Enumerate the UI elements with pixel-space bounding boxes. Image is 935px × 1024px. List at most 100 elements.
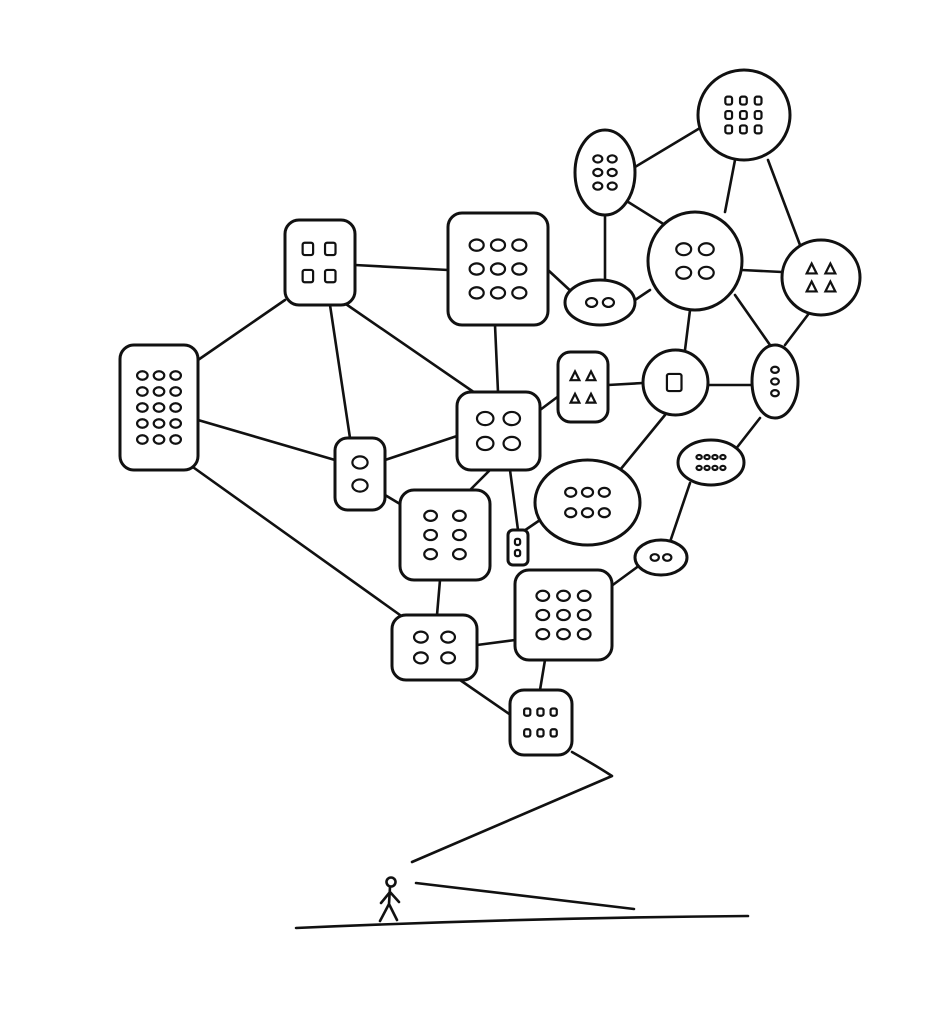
edge-line (435, 578, 442, 617)
oval-mark (535, 608, 551, 622)
edge-line (328, 303, 352, 440)
square-mark (724, 95, 734, 106)
oval-mark (580, 486, 595, 498)
triangle-mark (584, 368, 598, 382)
path-lines (294, 750, 750, 930)
square-mark (753, 95, 763, 106)
square-mark (549, 728, 558, 738)
edge-line (338, 298, 480, 397)
path-line-upper (410, 750, 614, 864)
oval-mark (351, 478, 369, 493)
rect-node (283, 218, 357, 307)
oval-mark (719, 453, 727, 461)
oval-mark (535, 589, 551, 602)
edge-line (353, 263, 450, 272)
oval-mark (584, 296, 599, 309)
oval-mark (489, 238, 507, 252)
square-mark (523, 707, 532, 717)
oval-mark (169, 402, 183, 413)
oval-mark (423, 509, 439, 522)
oval-mark (770, 388, 780, 398)
oval-mark (564, 507, 578, 519)
rect-node (455, 390, 542, 472)
oval-mark (135, 370, 149, 381)
square-mark (301, 268, 315, 284)
edge-line (468, 468, 492, 492)
edge-line (623, 198, 667, 227)
triangle-mark (568, 391, 582, 404)
oval-mark (511, 238, 528, 252)
oval-mark (489, 286, 507, 300)
oval-mark (601, 296, 616, 309)
square-mark (513, 548, 522, 558)
oval-mark (580, 507, 595, 519)
oval-mark (502, 410, 522, 427)
edge-line (783, 310, 812, 347)
round-node (780, 238, 862, 317)
oval-mark (135, 418, 149, 429)
edge-line (683, 308, 692, 352)
edge-line (196, 298, 287, 362)
square-mark (753, 109, 763, 121)
oval-mark (556, 589, 571, 602)
oval-mark (703, 464, 711, 472)
oval-mark (576, 589, 592, 602)
rect-node (506, 528, 530, 567)
round-node (676, 438, 746, 487)
triangle-mark (823, 261, 838, 275)
round-node (533, 458, 642, 547)
square-mark (738, 95, 748, 106)
oval-mark (135, 386, 149, 397)
edge-line (668, 481, 692, 544)
edge-line (188, 463, 402, 617)
square-mark (549, 707, 558, 717)
edge-line (723, 158, 737, 214)
square-mark (738, 109, 748, 121)
square-mark (323, 241, 337, 257)
oval-mark (468, 238, 485, 252)
oval-mark (511, 262, 528, 276)
rect-node (508, 688, 574, 757)
oval-mark (592, 181, 604, 191)
round-node (563, 278, 637, 327)
oval-mark (556, 608, 571, 622)
triangle-mark (584, 391, 598, 404)
oval-mark (576, 608, 592, 622)
oval-mark (152, 370, 166, 381)
edge-line (493, 323, 500, 394)
edge-line (740, 268, 784, 274)
oval-mark (695, 464, 703, 472)
oval-mark (770, 365, 780, 375)
rect-node (390, 613, 479, 682)
square-mark (523, 728, 532, 738)
rect-node (333, 436, 387, 512)
oval-mark (440, 630, 457, 644)
oval-mark (703, 453, 711, 461)
oval-mark (423, 548, 439, 561)
edge-line (733, 293, 772, 347)
oval-mark (597, 486, 611, 498)
rect-node (118, 343, 200, 472)
oval-mark (135, 434, 149, 445)
oval-mark (556, 628, 571, 641)
oval-mark (152, 402, 166, 413)
oval-mark (502, 435, 522, 452)
oval-mark (468, 262, 485, 276)
oval-mark (152, 386, 166, 397)
rect-node (556, 350, 610, 424)
network-edges (188, 123, 812, 720)
edge-line (606, 381, 645, 387)
square-mark (753, 124, 763, 135)
round-node (646, 210, 744, 312)
oval-mark (606, 167, 618, 178)
round-node (696, 68, 792, 162)
ground-line (294, 914, 750, 930)
rect-node (513, 568, 614, 662)
oval-mark (169, 370, 183, 381)
oval-mark (606, 181, 618, 191)
oval-mark (169, 386, 183, 397)
oval-mark (649, 553, 660, 562)
oval-mark (675, 242, 693, 257)
oval-mark (697, 242, 715, 257)
